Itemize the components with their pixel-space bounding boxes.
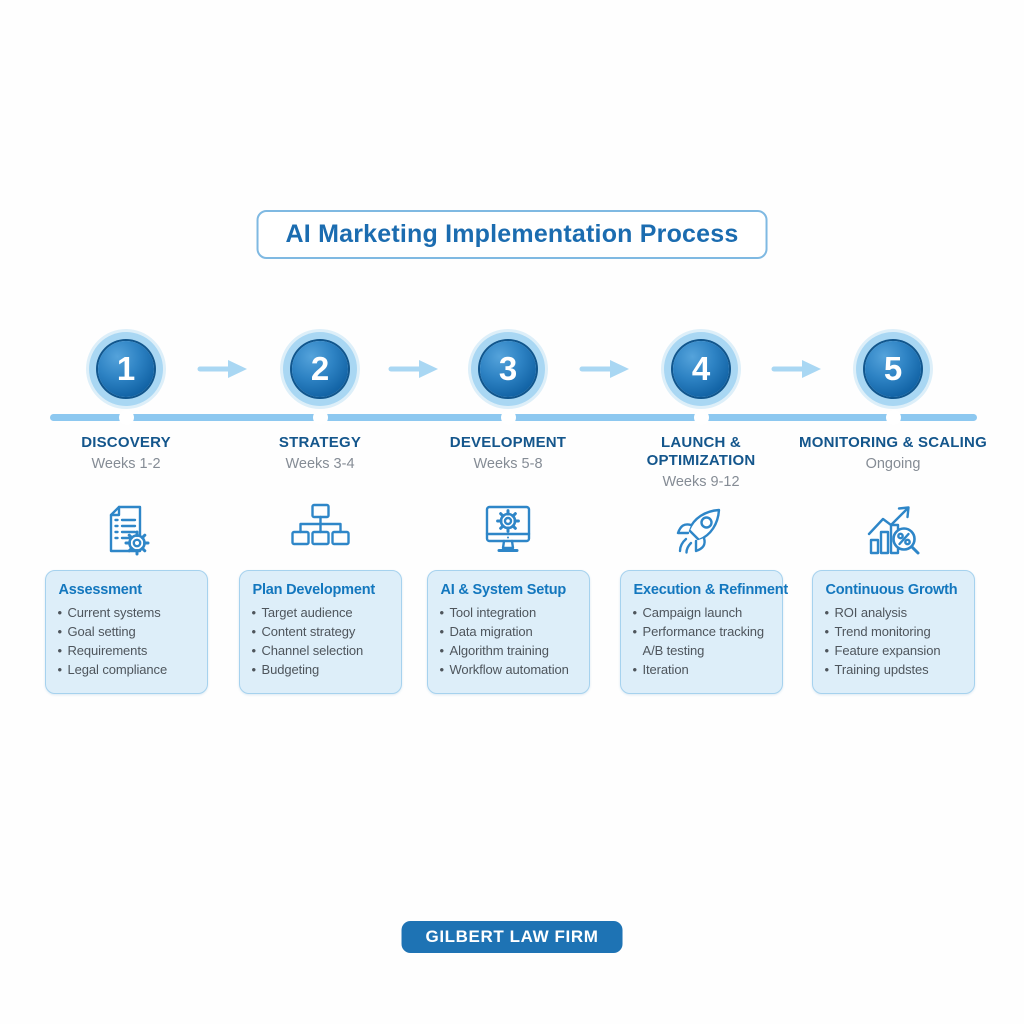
card-item: •Data migration [439, 624, 533, 639]
card-item: •Current systems [57, 605, 161, 620]
document-gear-icon [109, 505, 150, 556]
phase-card-continuous-growth: Continuous Growth •ROI analysis •Trend m… [811, 570, 975, 694]
card-item: A/B testing [633, 643, 773, 658]
step-circle: 1 [98, 333, 154, 405]
card-title: Assessment [58, 582, 143, 598]
step-period: Weeks 9-12 [662, 474, 740, 490]
bullet-dot: • [57, 662, 63, 677]
card-item: •Channel selection [251, 643, 364, 658]
step-circle: 5 [865, 333, 921, 405]
card-title: Plan Development [252, 582, 376, 598]
card-title: Execution & Refinment [633, 582, 789, 598]
phase-card-assessment: Assessment •Current systems •Goal settin… [44, 570, 208, 694]
step-circle: 3 [480, 333, 536, 405]
step-period: Weeks 5-8 [473, 456, 543, 472]
step-name: LAUNCH & OPTIMIZATION [646, 434, 756, 469]
footer-badge: GILBERT LAW FIRM [401, 921, 623, 953]
step-number: 1 [116, 350, 136, 387]
timeline-dot [886, 410, 901, 425]
step-number: 5 [883, 350, 903, 387]
step-circle: 4 [673, 333, 729, 405]
phase-card-ai-system-setup: AI & System Setup •Tool integration •Dat… [426, 570, 590, 694]
phase-card-plan-development: Plan Development •Target audience •Conte… [238, 570, 402, 694]
card-item: •Content strategy [251, 624, 356, 639]
card-item: •Performance tracking [632, 624, 765, 639]
step-name: DISCOVERY [81, 434, 171, 451]
bullet-dot: • [251, 662, 257, 677]
card-item: •Iteration [632, 662, 689, 677]
bullet-dot: • [824, 605, 830, 620]
step-name: DEVELOPMENT [449, 434, 567, 451]
step-column-development: 3 DEVELOPMENT Weeks 5-8 AI & System Setu… [412, 333, 604, 694]
timeline-dot [501, 410, 516, 425]
title-box: AI Marketing Implementation Process [256, 210, 768, 259]
card-item: •Algorithm training [439, 643, 549, 658]
arrow-right-icon [771, 360, 821, 378]
step-column-monitoring-scaling: 5 MONITORING & SCALING Ongoing Continuou… [797, 333, 989, 694]
bullet-dot: • [632, 624, 638, 639]
step-period: Weeks 1-2 [91, 456, 161, 472]
step-period: Ongoing [865, 456, 921, 472]
bullet-dot: • [824, 643, 830, 658]
phase-card-execution-refinement: Execution & Refinment •Campaign launch •… [619, 570, 789, 694]
step-name: MONITORING & SCALING [799, 434, 987, 451]
card-item: •Target audience [251, 605, 353, 620]
card-item: •Training updstes [824, 662, 929, 677]
footer-label: GILBERT LAW FIRM [425, 927, 599, 946]
bullet-dot [633, 643, 643, 658]
card-title: Continuous Growth [825, 582, 958, 598]
card-item: •Goal setting [57, 624, 136, 639]
rocket-icon [676, 508, 721, 554]
arrow-right-icon [579, 360, 629, 378]
card-item: •Tool integration [439, 605, 537, 620]
card-item: •Budgeting [251, 662, 320, 677]
card-item: •Requirements [57, 643, 148, 658]
bullet-dot: • [632, 605, 638, 620]
step-period: Weeks 3-4 [285, 456, 355, 472]
step-column-discovery: 1 DISCOVERY Weeks 1-2 Assessment •Curren… [30, 333, 222, 694]
step-number: 3 [498, 350, 518, 387]
step-column-strategy: 2 STRATEGY Weeks 3-4 Plan Development •T… [224, 333, 416, 694]
bullet-dot: • [57, 624, 63, 639]
bullet-dot: • [824, 624, 830, 639]
card-item: •Workflow automation [439, 662, 569, 677]
bullet-dot: • [439, 624, 445, 639]
page-title: AI Marketing Implementation Process [285, 220, 739, 248]
monitor-gear-icon [485, 505, 531, 552]
arrow-right-icon [197, 360, 247, 378]
bullet-dot: • [439, 643, 445, 658]
card-item: •Legal compliance [57, 662, 168, 677]
bullet-dot: • [57, 643, 63, 658]
timeline-dot [694, 410, 709, 425]
step-circle: 2 [292, 333, 348, 405]
timeline-dot [119, 410, 134, 425]
bullet-dot: • [251, 605, 257, 620]
card-title: AI & System Setup [440, 582, 567, 598]
bullet-dot: • [251, 643, 257, 658]
bullet-dot: • [57, 605, 63, 620]
bullet-dot: • [439, 605, 445, 620]
timeline-dot [313, 410, 328, 425]
bullet-dot: • [251, 624, 257, 639]
card-item: •ROI analysis [824, 605, 908, 620]
bullet-dot: • [632, 662, 638, 677]
bullet-dot: • [824, 662, 830, 677]
step-column-launch-optimization: 4 LAUNCH & OPTIMIZATION Weeks 9-12 Execu… [605, 333, 797, 694]
org-chart-icon [291, 503, 350, 546]
card-item: •Trend monitoring [824, 624, 931, 639]
bullet-dot: • [439, 662, 445, 677]
arrow-right-icon [388, 360, 438, 378]
growth-chart-icon [867, 506, 920, 555]
card-item: •Campaign launch [632, 605, 743, 620]
step-name: STRATEGY [278, 434, 362, 451]
step-number: 2 [310, 350, 330, 387]
card-item: •Feature expansion [824, 643, 941, 658]
step-number: 4 [691, 350, 711, 387]
